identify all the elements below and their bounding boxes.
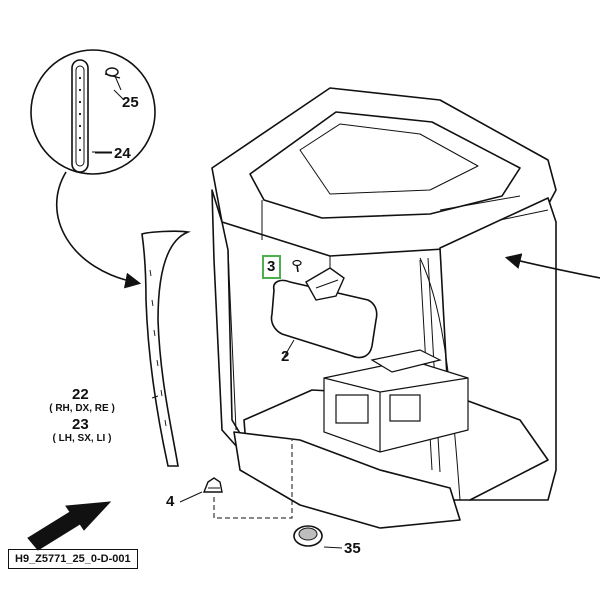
screw-detail [104,67,122,91]
seat-base-frame [323,349,469,453]
side-pointer-arrow [504,253,600,279]
reference-code: H9_Z5771_25_0-D-001 [8,549,138,569]
callout-3: 3 [267,258,276,275]
callout-25: 25 [122,94,139,111]
callout-22: 22 [72,386,89,403]
visor-screw [292,259,302,273]
side-trim-strip [141,230,191,467]
clip-part [202,440,293,519]
sun-visor [270,267,378,359]
callout-35: 35 [344,540,361,557]
cab-frame [211,87,557,529]
callout-2: 2 [281,348,290,365]
callout-23-sub: ( LH, SX, LI ) [52,433,112,444]
highlight-box [262,255,281,279]
detail-leader-arrow [56,171,142,289]
grommet-part [293,525,323,547]
trim-strip-detail [71,59,89,173]
detail-circle [30,49,156,175]
front-direction-arrow [27,501,112,551]
callout-23: 23 [72,416,89,433]
callout-24: 24 [114,145,131,162]
callout-22-sub: ( RH, DX, RE ) [49,403,115,414]
callout-4: 4 [166,493,175,510]
